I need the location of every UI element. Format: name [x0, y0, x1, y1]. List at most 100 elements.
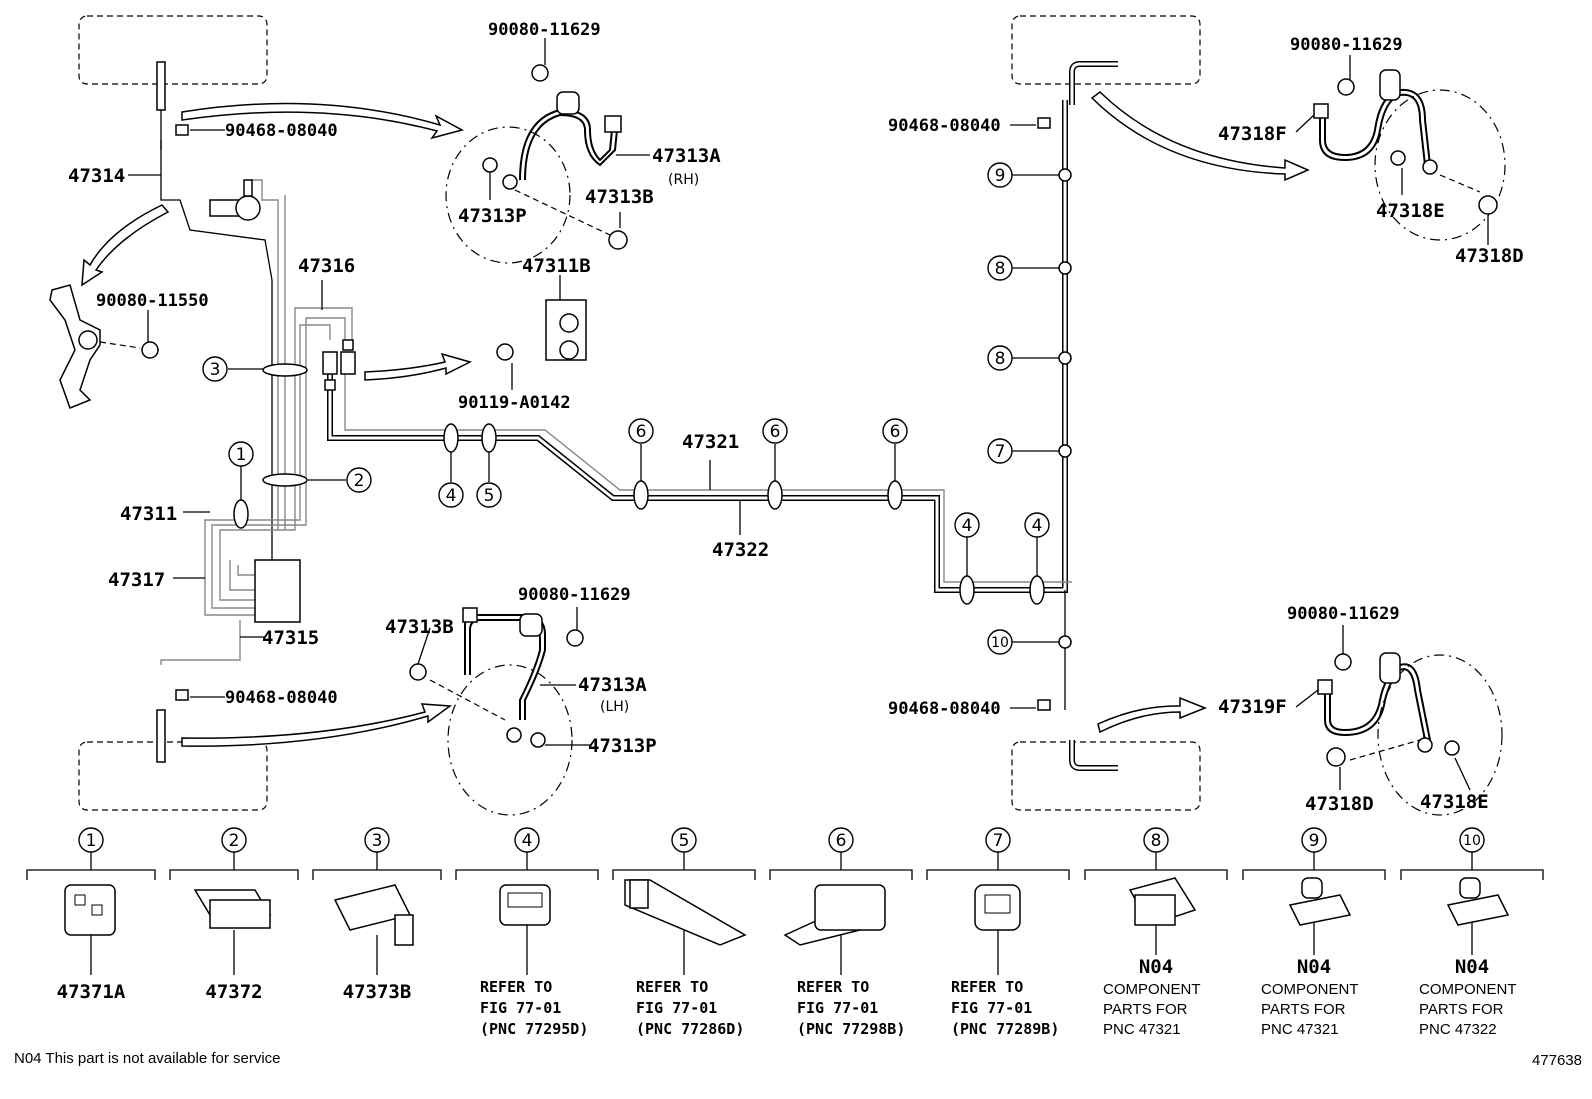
svg-text:2: 2 [229, 831, 240, 851]
legend-6-line-2: FIG 77-01 [797, 999, 878, 1017]
callout-9: 9 [987, 162, 1013, 188]
svg-text:7: 7 [993, 831, 1004, 851]
svg-text:10: 10 [991, 635, 1009, 651]
legend-10-line-1: COMPONENT [1419, 981, 1517, 998]
callout-4c: 4 [1024, 512, 1050, 538]
callout-4b: 4 [954, 512, 980, 538]
label-lh: (LH) [600, 699, 629, 715]
callout-8a: 8 [987, 255, 1013, 281]
callout-6c: 6 [882, 418, 908, 444]
clip-icon-9 [1288, 877, 1352, 926]
master-cylinder-unit [254, 559, 301, 623]
label-rh: (RH) [668, 172, 699, 188]
svg-text:4: 4 [962, 516, 973, 536]
legend-4-line-1: REFER TO [480, 978, 552, 996]
label-47318D-top: 47318D [1455, 245, 1524, 267]
label-47321: 47321 [682, 431, 739, 453]
legend-4-line-3: (PNC 77295D) [480, 1020, 588, 1038]
svg-text:3: 3 [372, 831, 383, 851]
diagram-id: 477638 [1532, 1052, 1582, 1069]
label-90468-08040-bottom-right: 90468-08040 [888, 699, 1001, 719]
legend-callout-7: 7 [985, 827, 1011, 853]
clip-icon-8 [1128, 877, 1197, 926]
clip-icon-7 [974, 884, 1021, 931]
junction-block [322, 339, 356, 391]
svg-text:9: 9 [1309, 831, 1320, 851]
label-47313P-lh: 47313P [588, 735, 657, 757]
legend-callout-2: 2 [221, 827, 247, 853]
legend-callout-9: 9 [1301, 827, 1327, 853]
legend-9-line-2: PARTS FOR [1261, 1001, 1346, 1018]
label-47313A-lh: 47313A [578, 674, 647, 696]
svg-text:8: 8 [995, 349, 1006, 369]
arrow-to-47311B [364, 352, 473, 381]
legend-4-line-2: FIG 77-01 [480, 999, 561, 1017]
sensor-component [209, 179, 261, 221]
callout-10: 10 [987, 629, 1013, 655]
svg-text:9: 9 [995, 166, 1006, 186]
clip-icon-2 [193, 889, 272, 929]
legend-callout-3: 3 [364, 827, 390, 853]
label-47319F: 47319F [1218, 696, 1287, 718]
label-47318E-bottom: 47318E [1420, 791, 1489, 813]
svg-text:5: 5 [484, 486, 495, 506]
bracket-part [49, 284, 101, 409]
label-47313A-rh: 47313A [652, 145, 721, 167]
legend-callout-6: 6 [828, 827, 854, 853]
label-47318D-bottom: 47318D [1305, 793, 1374, 815]
legend-callout-5: 5 [671, 827, 697, 853]
legend-6-line-3: (PNC 77298B) [797, 1020, 905, 1038]
legend-callout-8: 8 [1143, 827, 1169, 853]
legend-text-2: 47372 [205, 981, 262, 1003]
svg-text:8: 8 [995, 259, 1006, 279]
label-47318F: 47318F [1218, 123, 1287, 145]
arrow-to-rh-hose [181, 102, 465, 140]
legend-8-line-1: COMPONENT [1103, 981, 1201, 998]
svg-text:2: 2 [354, 471, 365, 491]
label-47322: 47322 [712, 539, 769, 561]
svg-text:4: 4 [446, 486, 457, 506]
legend-8-line-2: PARTS FOR [1103, 1001, 1188, 1018]
legend-7-line-1: REFER TO [951, 978, 1023, 996]
rear-right-wheel-box [1011, 741, 1201, 811]
part-47311B [545, 299, 587, 361]
clip-icon-10 [1446, 877, 1510, 926]
callout-6a: 6 [628, 418, 654, 444]
legend-callout-4: 4 [514, 827, 540, 853]
svg-text:3: 3 [210, 360, 221, 380]
label-47315: 47315 [262, 627, 319, 649]
legend-5-line-2: FIG 77-01 [636, 999, 717, 1017]
arrow-to-47318F [1090, 91, 1310, 182]
label-90119-A0142: 90119-A0142 [458, 393, 571, 413]
callout-1: 1 [228, 441, 254, 467]
clip-icon-3 [333, 884, 414, 946]
clip-icon-4 [499, 884, 551, 926]
callout-8b: 8 [987, 345, 1013, 371]
callout-3: 3 [202, 356, 228, 382]
legend-text-3: 47373B [343, 981, 412, 1003]
legend-5-line-1: REFER TO [636, 978, 708, 996]
svg-text:6: 6 [636, 422, 647, 442]
svg-text:4: 4 [1032, 516, 1043, 536]
legend-text-1: 47371A [57, 981, 126, 1003]
legend-10-code: N04 [1455, 956, 1489, 978]
callout-2: 2 [346, 467, 372, 493]
svg-text:1: 1 [236, 445, 247, 465]
svg-text:6: 6 [770, 422, 781, 442]
front-left-wheel-box [78, 15, 268, 85]
svg-text:10: 10 [1463, 833, 1481, 849]
svg-text:4: 4 [522, 831, 533, 851]
legend-9-code: N04 [1297, 956, 1331, 978]
legend-7-line-3: (PNC 77289B) [951, 1020, 1059, 1038]
label-90468-08040-bottom-left: 90468-08040 [225, 688, 338, 708]
label-47313B-lh: 47313B [385, 616, 454, 638]
legend-10-line-3: PNC 47322 [1419, 1021, 1497, 1038]
clip-icon-5 [624, 879, 747, 946]
legend-6-line-1: REFER TO [797, 978, 869, 996]
rear-left-wheel-box [78, 741, 268, 811]
label-90080-11550: 90080-11550 [96, 291, 209, 311]
legend-5-line-3: (PNC 77286D) [636, 1020, 744, 1038]
label-47313P-rh: 47313P [458, 205, 527, 227]
label-47314: 47314 [68, 165, 125, 187]
